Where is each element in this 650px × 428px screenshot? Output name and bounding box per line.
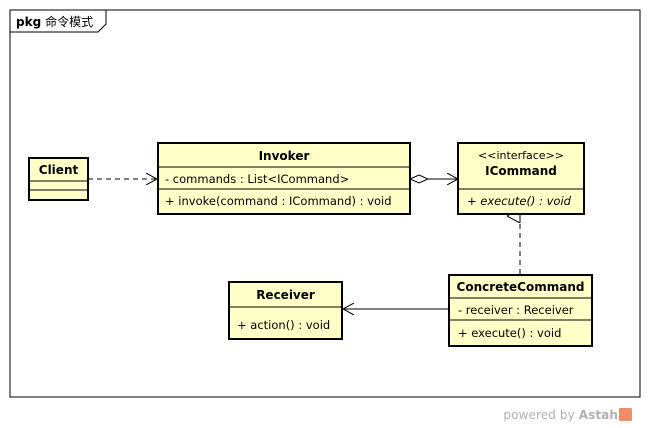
invoker-attribute-commands: - commands : List<ICommand> xyxy=(165,172,349,186)
relationships xyxy=(88,174,521,309)
invoker-operation-invoke: + invoke(command : ICommand) : void xyxy=(165,194,392,208)
class-concretecommand[interactable]: ConcreteCommand - receiver : Receiver + … xyxy=(448,274,593,347)
package-tab xyxy=(10,10,107,33)
class-concretecommand-name: ConcreteCommand xyxy=(457,280,585,294)
class-receiver-name: Receiver xyxy=(256,288,315,302)
astah-watermark: powered by Astah xyxy=(503,408,632,422)
aggregation-invoker-icommand xyxy=(408,174,458,184)
class-icommand-name: ICommand xyxy=(485,164,557,178)
class-invoker-name: Invoker xyxy=(259,149,310,163)
receiver-operation-action: + action() : void xyxy=(237,318,330,332)
concrete-operation-execute: + execute() : void xyxy=(458,326,561,340)
class-client[interactable]: Client xyxy=(28,157,89,201)
class-receiver[interactable]: Receiver + action() : void xyxy=(228,281,343,340)
class-client-name: Client xyxy=(39,163,79,177)
class-icommand[interactable]: <<interface>> ICommand + execute() : voi… xyxy=(457,142,585,215)
astah-logo-icon xyxy=(619,408,632,421)
class-invoker[interactable]: Invoker - commands : List<ICommand> + in… xyxy=(157,142,411,215)
icommand-operation-execute: + execute() : void xyxy=(467,194,572,208)
icommand-stereotype: <<interface>> xyxy=(478,149,564,162)
watermark-prefix: powered by xyxy=(503,408,579,422)
aggregation-diamond xyxy=(408,174,430,184)
watermark-brand: Astah xyxy=(578,408,618,422)
concrete-attribute-receiver: - receiver : Receiver xyxy=(458,303,574,317)
